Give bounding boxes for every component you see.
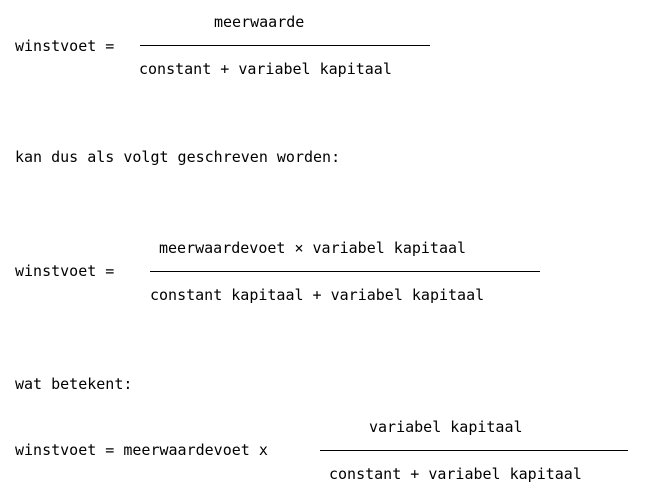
equation-lhs: winstvoet = [15, 262, 115, 280]
transition-sentence-2: wat betekent: [15, 375, 133, 393]
equation-numerator: meerwaardevoet × variabel kapitaal [159, 239, 467, 257]
fraction-bar [150, 271, 540, 272]
equation-denominator: constant kapitaal + variabel kapitaal [150, 286, 485, 304]
fraction-bar [320, 450, 628, 451]
equation-lhs: winstvoet = [15, 37, 115, 55]
equation-numerator: meerwaarde [214, 13, 305, 31]
equation-numerator: variabel kapitaal [369, 418, 523, 436]
equation-lhs: winstvoet = meerwaardevoet x [15, 441, 268, 459]
equation-denominator: constant + variabel kapitaal [329, 465, 582, 483]
fraction-bar [140, 45, 430, 46]
transition-sentence-1: kan dus als volgt geschreven worden: [15, 148, 341, 166]
equation-denominator: constant + variabel kapitaal [139, 60, 392, 78]
